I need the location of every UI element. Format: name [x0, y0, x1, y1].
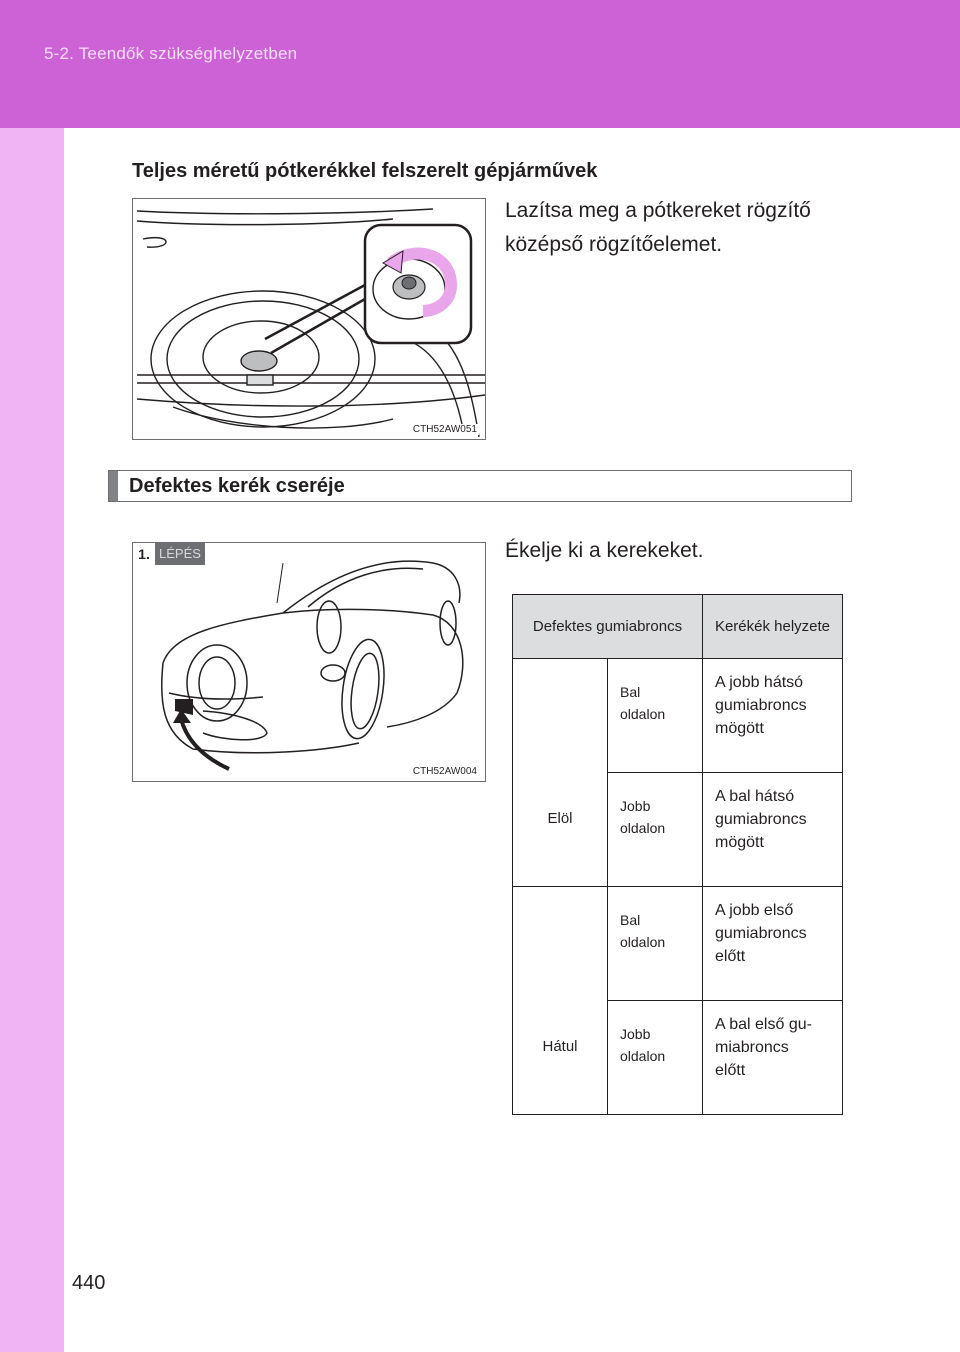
step-word: LÉPÉS — [155, 543, 205, 565]
cell-line: oldalon — [620, 706, 666, 722]
section-title: Defektes kerék cseréje — [129, 475, 345, 497]
cell-line: mögött — [715, 720, 764, 737]
table-row: Hátul Bal oldalon A jobb első gumiabronc… — [512, 886, 843, 1115]
table-row: Jobb oldalon A bal hátsó gumiabroncs mög… — [513, 772, 843, 887]
cell-line: A bal első gu- — [715, 1016, 812, 1033]
cell-line: A jobb hátsó — [715, 674, 804, 691]
side-cell: Bal oldalon — [607, 886, 703, 1001]
cell-line: oldalon — [620, 1048, 666, 1064]
instruction-line: Lazítsa meg a pótkereket rögzítő — [505, 199, 811, 222]
cell-line: mögött — [715, 834, 764, 851]
figure-code: CTH52AW004 — [410, 766, 479, 777]
cell-line: A bal hátsó — [715, 788, 795, 805]
position-cell: Elöl — [512, 658, 608, 887]
table-header-row: Defektes gumiabroncs Kerékék helyzete — [512, 594, 843, 659]
side-cell: Bal oldalon — [607, 658, 703, 773]
wheel-chock-figure: 1. LÉPÉS CTH52AW004 — [132, 542, 486, 782]
side-cell: Jobb oldalon — [607, 772, 703, 887]
page-number: 440 — [72, 1272, 106, 1294]
figure-code: CTH52AW051 — [410, 424, 479, 435]
cell-line: előtt — [715, 1062, 746, 1079]
table-header: Kerékék helyzete — [702, 594, 843, 659]
spare-wheel-icon — [136, 208, 485, 438]
section-bar: Defektes kerék cseréje — [108, 470, 852, 502]
arrow-icon — [179, 718, 230, 771]
instruction-spare: Lazítsa meg a pótkereket rögzítő középső… — [505, 194, 811, 262]
cell-line: Jobb — [620, 798, 651, 814]
cell-line: gumiabroncs — [715, 925, 807, 942]
chock-cell: A bal első gu- miabroncs előtt — [702, 1000, 843, 1115]
side-cell: Jobb oldalon — [607, 1000, 703, 1115]
chock-cell: A bal hátsó gumiabroncs mögött — [702, 772, 843, 887]
cell-line: gumiabroncs — [715, 697, 807, 714]
cell-line: miabroncs — [715, 1039, 789, 1056]
breadcrumb: 5-2. Teendők szükséghelyzetben — [44, 44, 298, 63]
chock-cell: A jobb hátsó gumiabroncs mögött — [702, 658, 843, 773]
car-icon — [160, 560, 464, 771]
cell-line: Bal — [620, 684, 641, 700]
step-number: 1. — [133, 543, 155, 565]
section-accent — [109, 471, 118, 501]
table-header: Defektes gumiabroncs — [512, 594, 703, 659]
wheel-chock-table: Defektes gumiabroncs Kerékék helyzete El… — [512, 594, 843, 1115]
header-band — [0, 0, 960, 128]
wheel-chock-icon — [175, 699, 193, 715]
subsection-title: Teljes méretű pótkerékkel felszerelt gép… — [132, 160, 598, 182]
rotation-arrow-icon — [387, 247, 458, 317]
side-strip — [0, 128, 64, 1352]
cell-line: oldalon — [620, 820, 666, 836]
table-row: Jobb oldalon A bal első gu- miabroncs el… — [513, 1000, 843, 1115]
cell-line: Jobb — [620, 1026, 651, 1042]
position-cell: Hátul — [512, 886, 608, 1115]
step-badge: 1. LÉPÉS — [133, 543, 205, 565]
cell-line: oldalon — [620, 934, 666, 950]
table-row: Elöl Bal oldalon A jobb hátsó gumiabronc… — [512, 658, 843, 887]
magnified-clamp-icon — [363, 223, 473, 345]
cell-line: gumiabroncs — [715, 811, 807, 828]
instruction-line: középső rögzítőelemet. — [505, 233, 723, 256]
cell-line: A jobb első — [715, 902, 794, 919]
cell-line: előtt — [715, 948, 746, 965]
cell-line: Bal — [620, 912, 641, 928]
spare-wheel-figure: CTH52AW051 — [132, 198, 486, 440]
chock-cell: A jobb első gumiabroncs előtt — [702, 886, 843, 1001]
instruction-step1: Ékelje ki a kerekeket. — [505, 539, 704, 562]
